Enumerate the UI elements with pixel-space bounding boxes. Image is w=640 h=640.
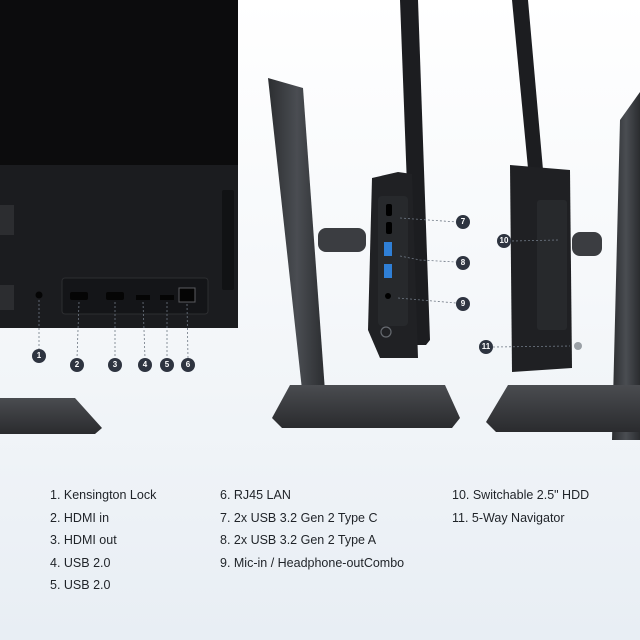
usb2-port-a	[136, 295, 150, 300]
legend-column-2: 6. RJ45 LAN 7. 2x USB 3.2 Gen 2 Type C 8…	[220, 484, 404, 574]
callout-badge-5: 5	[160, 358, 174, 372]
kensington-lock-port	[35, 291, 43, 299]
audio-jack	[385, 293, 391, 299]
legend-item: 7. 2x USB 3.2 Gen 2 Type C	[220, 510, 378, 525]
navigator-joystick	[574, 342, 582, 350]
legend-item: 8. 2x USB 3.2 Gen 2 Type A	[220, 533, 377, 547]
legend-item: 3. HDMI out	[50, 533, 117, 547]
hdmi-in-port	[70, 292, 88, 300]
callout-badge-6: 6	[181, 358, 195, 372]
power-button	[380, 326, 392, 338]
callout-badge-9: 9	[456, 297, 470, 311]
usb-c-port-1	[386, 204, 392, 216]
product-illustration	[0, 0, 640, 440]
legend-item: 9. Mic-in / Headphone-outCombo	[220, 555, 405, 570]
legend-item: 10. Switchable 2.5" HDD	[452, 488, 590, 502]
legend-item: 4. USB 2.0	[50, 555, 111, 570]
callout-badge-2: 2	[70, 358, 84, 372]
legend-item: 2. HDMI in	[50, 510, 110, 525]
usb-a-port-2	[384, 264, 392, 278]
callout-badge-11: 11	[479, 340, 493, 354]
callout-badge-8: 8	[456, 256, 470, 270]
rear-view	[0, 0, 238, 434]
hdmi-out-port	[106, 292, 124, 300]
legend-item: 5. USB 2.0	[50, 578, 111, 592]
legend-item: 11. 5-Way Navigator	[452, 510, 565, 525]
usb2-port-b	[160, 295, 174, 300]
callout-badge-4: 4	[138, 358, 152, 372]
callout-badge-7: 7	[456, 215, 470, 229]
legend-item: 6. RJ45 LAN	[220, 488, 291, 502]
callout-badge-10: 10	[497, 234, 511, 248]
side-view-ports	[268, 0, 460, 428]
hdd-bay	[537, 200, 567, 330]
usb-a-port-1	[384, 242, 392, 256]
legend-column-1: 1. Kensington Lock 2. HDMI in 3. HDMI ou…	[50, 484, 156, 597]
legend-item: 1. Kensington Lock	[50, 488, 157, 502]
callout-badge-3: 3	[108, 358, 122, 372]
rj45-port	[178, 287, 196, 303]
side-view-hdd	[486, 0, 640, 440]
callout-badge-1: 1	[32, 349, 46, 363]
usb-c-port-2	[386, 222, 392, 234]
legend-column-3: 10. Switchable 2.5" HDD 11. 5-Way Naviga…	[452, 484, 589, 529]
